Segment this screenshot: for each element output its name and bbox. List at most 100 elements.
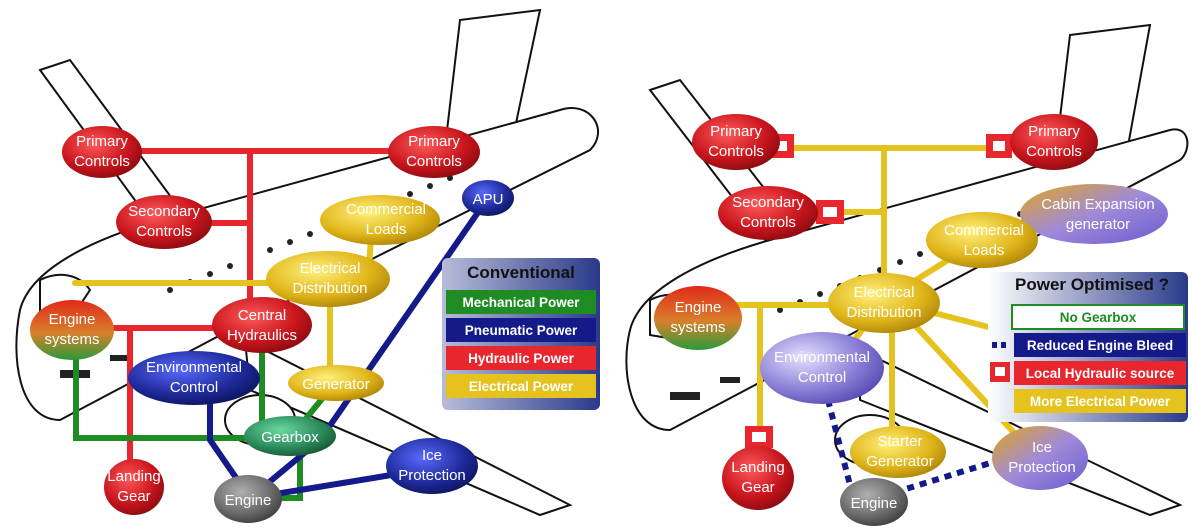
left-node-generator: Generator — [288, 365, 384, 401]
svg-text:APU: APU — [473, 191, 504, 208]
svg-text:Engine: Engine — [49, 311, 96, 328]
right-node-environmental-control: Environmental Control — [760, 332, 884, 404]
right-local-hydraulic-markers — [745, 134, 1012, 448]
svg-text:Gear: Gear — [741, 479, 774, 496]
right-node-secondary-controls: Secondary Controls — [718, 186, 818, 240]
right-node-starter-generator: Starter Generator — [850, 426, 946, 478]
hydraulic-marker-landing-gear — [745, 426, 773, 448]
svg-text:Electrical: Electrical — [854, 284, 915, 301]
svg-text:Protection: Protection — [398, 467, 466, 484]
svg-text:Protection: Protection — [1008, 459, 1076, 476]
svg-text:Primary: Primary — [408, 133, 460, 150]
left-node-landing-gear: Landing Gear — [104, 459, 164, 515]
svg-text:Landing: Landing — [107, 468, 160, 485]
right-legend-title: Power Optimised ? — [1015, 275, 1169, 294]
svg-text:Controls: Controls — [74, 153, 130, 170]
right-node-commercial-loads: Commercial Loads — [926, 212, 1038, 268]
svg-text:systems: systems — [670, 319, 725, 336]
legend-pneumatic-swatch — [446, 318, 596, 342]
left-legend-title: Conventional — [467, 263, 575, 282]
svg-text:Gearbox: Gearbox — [261, 429, 319, 446]
svg-text:Primary: Primary — [710, 123, 762, 140]
svg-text:Ice: Ice — [422, 447, 442, 464]
legend-hydraulic-swatch — [446, 346, 596, 370]
left-node-central-hydraulics: Central Hydraulics — [212, 297, 312, 353]
right-node-ice-protection: Ice Protection — [992, 426, 1088, 490]
legend-electrical-swatch — [446, 374, 596, 398]
svg-text:Primary: Primary — [1028, 123, 1080, 140]
right-bleed-line-2 — [869, 457, 1001, 503]
left-node-gearbox: Gearbox — [244, 416, 336, 456]
legend-electrical-label: Electrical Power — [469, 379, 574, 394]
right-node-primary-controls-right: Primary Controls — [1010, 114, 1098, 170]
svg-text:Generator: Generator — [866, 453, 934, 470]
svg-text:Generator: Generator — [302, 376, 370, 393]
svg-text:Distribution: Distribution — [292, 280, 367, 297]
svg-text:Electrical: Electrical — [300, 260, 361, 277]
left-node-apu: APU — [462, 180, 514, 216]
svg-text:Secondary: Secondary — [732, 194, 804, 211]
legend-more-electrical-label: More Electrical Power — [1030, 394, 1171, 409]
right-node-landing-gear: Landing Gear — [722, 446, 794, 510]
legend-mechanical-label: Mechanical Power — [462, 295, 580, 310]
hydraulic-marker-primary-right — [986, 134, 1012, 158]
legend-local-hydraulic-label: Local Hydraulic source — [1026, 366, 1175, 381]
svg-text:Environmental: Environmental — [146, 359, 242, 376]
legend-hydraulic-label: Hydraulic Power — [468, 351, 575, 366]
svg-text:Controls: Controls — [406, 153, 462, 170]
svg-text:Commercial: Commercial — [944, 222, 1024, 239]
right-node-engine-systems: Engine systems — [654, 286, 742, 350]
svg-text:Environmental: Environmental — [774, 349, 870, 366]
svg-text:Controls: Controls — [740, 214, 796, 231]
svg-text:Controls: Controls — [708, 143, 764, 160]
legend-electrical-box — [1014, 389, 1186, 413]
left-legend: Conventional Mechanical Power Pneumatic … — [442, 258, 600, 410]
legend-bleed-label: Reduced Engine Bleed — [1027, 338, 1173, 353]
legend-no-gearbox-box — [1011, 304, 1185, 330]
left-node-engine-systems: Engine systems — [30, 300, 114, 360]
left-node-ice-protection: Ice Protection — [386, 438, 478, 494]
left-node-environmental-control: Environmental Control — [128, 351, 260, 405]
right-node-primary-controls-left: Primary Controls — [692, 114, 780, 170]
svg-text:Cabin Expansion: Cabin Expansion — [1041, 196, 1154, 213]
right-node-cabin-expansion: Cabin Expansion generator — [1020, 184, 1168, 244]
svg-text:Loads: Loads — [964, 242, 1005, 259]
svg-text:Engine: Engine — [851, 495, 898, 512]
svg-text:Controls: Controls — [136, 223, 192, 240]
right-electrical-line-9 — [907, 317, 1033, 453]
left-node-secondary-controls: Secondary Controls — [116, 195, 212, 249]
svg-text:Gear: Gear — [117, 488, 150, 505]
legend-local-hydraulic-box — [1014, 361, 1186, 385]
svg-text:generator: generator — [1066, 216, 1130, 233]
legend-mechanical-swatch — [446, 290, 596, 314]
svg-text:Ice: Ice — [1032, 439, 1052, 456]
svg-text:Control: Control — [798, 369, 846, 386]
svg-text:Primary: Primary — [76, 133, 128, 150]
hydraulic-marker-secondary — [816, 200, 844, 224]
left-mechanical-line-1 — [73, 325, 293, 441]
left-node-primary-controls-left: Primary Controls — [62, 126, 142, 178]
svg-text:Central: Central — [238, 307, 286, 324]
svg-text:Controls: Controls — [1026, 143, 1082, 160]
legend-pneumatic-label: Pneumatic Power — [465, 323, 578, 338]
svg-text:Loads: Loads — [366, 221, 407, 238]
right-node-electrical-distribution: Electrical Distribution — [828, 273, 940, 333]
right-node-engine: Engine — [840, 478, 908, 526]
svg-text:Control: Control — [170, 379, 218, 396]
left-node-engine: Engine — [214, 475, 282, 523]
legend-no-gearbox-label: No Gearbox — [1060, 310, 1137, 325]
svg-text:Landing: Landing — [731, 459, 784, 476]
right-legend: Power Optimised ? No Gearbox Reduced Eng… — [988, 272, 1188, 422]
svg-text:Distribution: Distribution — [846, 304, 921, 321]
svg-text:systems: systems — [44, 331, 99, 348]
svg-text:Engine: Engine — [225, 492, 272, 509]
left-node-electrical-distribution: Electrical Distribution — [266, 251, 390, 307]
left-node-primary-controls-right: Primary Controls — [388, 126, 480, 178]
svg-text:Secondary: Secondary — [128, 203, 200, 220]
svg-text:Hydraulics: Hydraulics — [227, 327, 297, 344]
svg-text:Commercial: Commercial — [346, 201, 426, 218]
left-node-commercial-loads: Commercial Loads — [320, 195, 440, 245]
svg-text:Engine: Engine — [675, 299, 722, 316]
svg-text:Starter: Starter — [877, 433, 922, 450]
